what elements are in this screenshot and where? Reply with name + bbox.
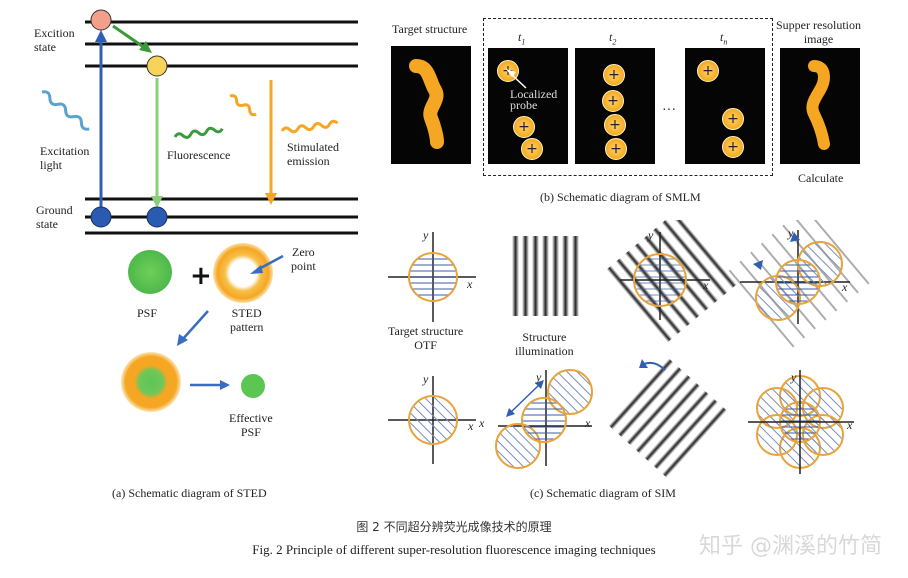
probe-icon — [513, 116, 535, 138]
caption-sted: (a) Schematic diagram of STED — [112, 486, 267, 501]
label-structure-illumination: Structure illumination — [515, 330, 574, 358]
combined-spot — [121, 352, 181, 412]
super-resolution-image — [780, 48, 860, 164]
stimulated-wave-1 — [229, 94, 258, 116]
probe-icon — [722, 108, 744, 130]
otf-rotated-stripes — [607, 220, 737, 342]
otf-flower — [748, 370, 854, 474]
label-target-structure-otf: Target structure OTF — [388, 324, 463, 352]
label-stimulated-emission: Stimulated emission — [287, 140, 339, 168]
electron-ground-1 — [91, 207, 111, 227]
axis-y-label: y — [423, 228, 428, 242]
frame-t2 — [575, 48, 655, 164]
probe-icon — [722, 136, 744, 158]
label-fluorescence: Fluorescence — [167, 148, 230, 162]
probe-icon — [605, 138, 627, 160]
excitation-light-wave — [40, 90, 91, 132]
probe-icon — [603, 64, 625, 86]
sim-diagram — [380, 220, 908, 505]
svg-text:+: + — [190, 261, 212, 291]
electron-ground-2 — [147, 207, 167, 227]
otf-diagonal — [388, 376, 476, 464]
axis-y-label: y — [536, 370, 541, 384]
label-ground-state: Ground state — [36, 203, 73, 231]
sted-panel: Excition state Excitation light Fluoresc… — [0, 0, 370, 505]
caption-smlm: (b) Schematic diagram of SMLM — [540, 190, 701, 205]
axis-y-label: y — [648, 228, 653, 242]
label-calculate: Calculate — [798, 171, 843, 185]
probe-icon — [602, 90, 624, 112]
effective-psf-spot — [241, 374, 265, 398]
otf-shifted-row1 — [729, 220, 870, 347]
label-effective-psf: Effective PSF — [229, 411, 273, 439]
sted-donut — [213, 243, 273, 303]
axis-x-label: x — [585, 416, 590, 430]
label-localized-probe: Localized probe — [510, 89, 557, 111]
psf-spot — [128, 250, 172, 294]
watermark: 知乎 @渊溪的竹简 — [699, 528, 882, 560]
target-structure-image — [391, 46, 471, 164]
label-t2: t2 — [609, 30, 616, 49]
axis-x-label: x — [479, 416, 484, 430]
sim-panel: y x y x y x y x y x x y x Target structu… — [380, 220, 908, 505]
label-target-structure: Target structure — [392, 22, 467, 36]
caption-sim: (c) Schematic diagram of SIM — [530, 486, 676, 501]
label-super-resolution: Supper resolution image — [776, 18, 861, 46]
frame-tn — [685, 48, 765, 164]
probe-icon — [604, 114, 626, 136]
electron-excited — [147, 56, 167, 76]
axis-x-label: x — [467, 277, 472, 291]
label-tn: tn — [720, 30, 727, 49]
axis-x-label: x — [847, 418, 852, 432]
axis-x-label: x — [468, 419, 473, 433]
stimulated-wave-2 — [282, 121, 338, 134]
illumination-stripes-vertical — [512, 236, 579, 316]
label-sted-pattern: STED pattern — [230, 306, 263, 334]
label-excition-state: Excition state — [34, 26, 75, 54]
probe-icon — [521, 138, 543, 160]
label-psf: PSF — [137, 306, 157, 320]
probe-icon — [697, 60, 719, 82]
excitation-arrowhead — [95, 30, 107, 42]
axis-y-label: y — [423, 372, 428, 386]
psf-diagram: + — [100, 240, 350, 460]
illumination-stripes-rotated — [609, 358, 727, 477]
otf-shifted-row2 — [496, 370, 592, 468]
label-t1: t1 — [518, 30, 525, 49]
label-zero-point: Zero point — [291, 245, 316, 273]
axis-x-label: x — [703, 278, 708, 292]
electron-excited-top — [91, 10, 111, 30]
axis-y-label: y — [788, 226, 793, 240]
fluorescence-wave — [175, 126, 223, 139]
label-ellipsis: ··· — [662, 104, 676, 118]
smlm-panel: Target structure t1 t2 tn ··· Localized … — [380, 0, 908, 215]
otf-target — [388, 232, 476, 322]
axis-x-label: x — [842, 280, 847, 294]
axis-y-label: y — [791, 370, 796, 384]
label-excitation-light: Excitation light — [40, 144, 89, 172]
